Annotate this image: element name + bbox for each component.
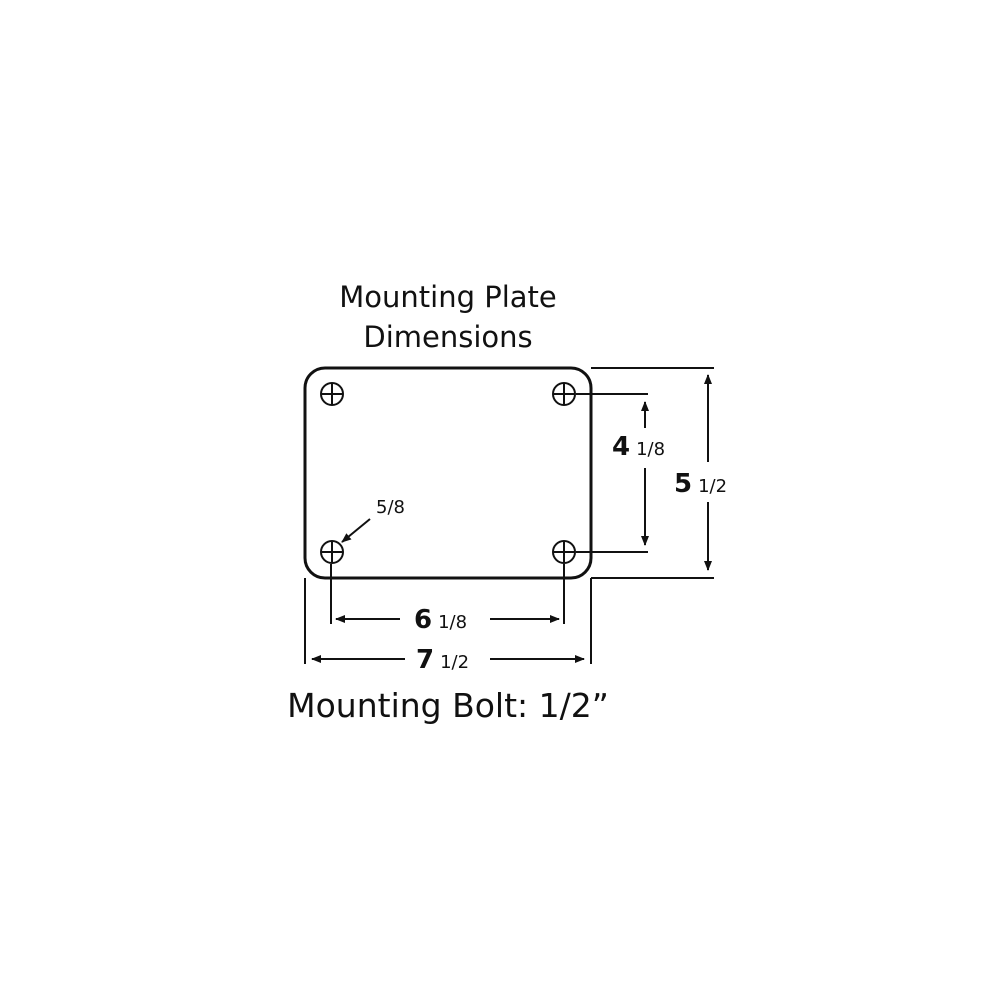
hole-diameter-arrow — [341, 518, 371, 543]
extension-lines — [304, 367, 714, 664]
hole-diameter-label: 5/8 — [376, 497, 405, 518]
bolt-hole-icon — [552, 540, 576, 564]
bolt-holes — [320, 382, 576, 564]
mounting-plate — [303, 366, 593, 580]
mounting-bolt-label: Mounting Bolt: 1/2” — [287, 686, 609, 725]
bolt-hole-icon — [320, 540, 344, 564]
bolt-hole-icon — [552, 382, 576, 406]
bolt-hole-icon — [320, 382, 344, 406]
title-line-1: Mounting Plate — [339, 280, 557, 314]
title-line-2: Dimensions — [363, 320, 532, 354]
